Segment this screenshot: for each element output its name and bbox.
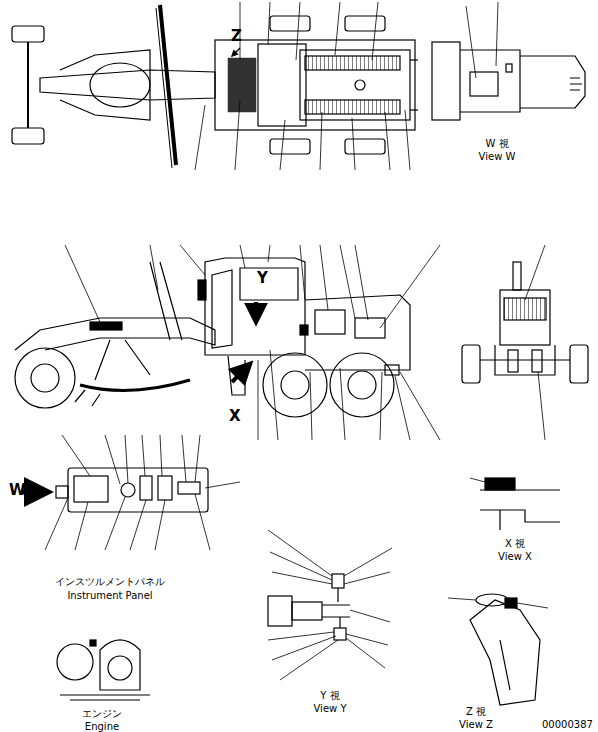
leader-line xyxy=(335,2,340,55)
leader-line xyxy=(385,112,390,170)
leader-lines xyxy=(45,2,548,680)
leader-line xyxy=(517,603,548,608)
view-title: Y 視 xyxy=(319,690,340,702)
engine-figure xyxy=(57,640,150,700)
leader-line xyxy=(155,500,165,550)
leader-line xyxy=(268,245,270,262)
leader-line xyxy=(380,372,382,440)
leader-line xyxy=(352,118,355,170)
leader-line xyxy=(340,368,345,440)
leader-line xyxy=(150,245,158,290)
top-view xyxy=(12,5,418,168)
view-w-figure xyxy=(432,42,585,120)
leader-line xyxy=(270,552,332,580)
leader-line xyxy=(296,2,300,60)
leader-line xyxy=(195,494,210,550)
leader-line xyxy=(346,638,385,668)
leader-line xyxy=(75,502,88,550)
view-title: インスツルメントパネル xyxy=(54,576,166,588)
leader-line xyxy=(65,245,100,322)
view-title: View W xyxy=(478,151,517,163)
view-title: View Z xyxy=(458,719,494,731)
leader-line xyxy=(268,2,270,45)
leader-line xyxy=(525,245,545,300)
leader-line xyxy=(105,497,125,550)
leader-line xyxy=(496,2,498,66)
view-x-figure xyxy=(480,478,560,530)
leader-line xyxy=(268,530,332,576)
view-title: エンジン xyxy=(81,708,123,720)
leader-line xyxy=(45,498,68,550)
view-z-figure xyxy=(470,594,540,705)
view-title: W 視 xyxy=(484,138,509,150)
leader-line xyxy=(350,610,390,622)
leader-line xyxy=(280,640,338,680)
leader-line xyxy=(372,2,378,60)
leader-line xyxy=(142,435,145,476)
leader-line xyxy=(300,245,305,300)
leader-line xyxy=(400,372,440,440)
leader-line xyxy=(355,245,368,320)
leader-line xyxy=(272,572,332,584)
view-title: Engine xyxy=(84,721,120,732)
view-y-figure xyxy=(268,574,350,640)
view-letter: X xyxy=(228,408,242,425)
view-title: View Y xyxy=(312,703,347,715)
leader-line xyxy=(195,435,200,482)
leader-line xyxy=(195,105,205,170)
leader-line xyxy=(280,120,285,170)
side-view xyxy=(15,258,410,417)
leader-line xyxy=(344,572,390,584)
leader-line xyxy=(268,632,334,640)
leader-line xyxy=(62,435,90,476)
instrument-panel xyxy=(22,468,208,512)
view-letter: Z xyxy=(230,28,243,45)
view-title: X 視 xyxy=(504,538,526,550)
leader-line xyxy=(130,500,146,550)
leader-line xyxy=(380,245,440,328)
leader-line xyxy=(270,350,278,440)
leader-line xyxy=(320,245,328,310)
leader-line xyxy=(448,598,476,600)
view-title: View X xyxy=(497,551,533,563)
leader-line xyxy=(466,6,476,78)
leader-line xyxy=(470,478,485,482)
leader-line xyxy=(310,372,312,440)
view-title: Instrument Panel xyxy=(66,590,153,602)
leader-line xyxy=(538,372,545,440)
leader-line xyxy=(105,435,120,484)
leader-line xyxy=(258,360,259,440)
leader-line xyxy=(344,548,392,576)
leader-line xyxy=(235,100,240,170)
leader-line xyxy=(405,110,410,170)
leader-line xyxy=(160,435,162,476)
view-letter: W xyxy=(8,482,27,499)
rear-view xyxy=(462,262,588,383)
leader-line xyxy=(182,435,186,482)
leader-line xyxy=(320,112,322,170)
leader-line xyxy=(340,245,355,318)
view-title: Z 視 xyxy=(465,706,487,718)
drawing-number: 00000387 xyxy=(541,719,594,731)
leader-line xyxy=(125,435,128,483)
leader-line xyxy=(240,245,245,268)
leader-line xyxy=(180,245,205,275)
view-letter: Y xyxy=(256,270,269,287)
leader-line xyxy=(205,482,240,488)
